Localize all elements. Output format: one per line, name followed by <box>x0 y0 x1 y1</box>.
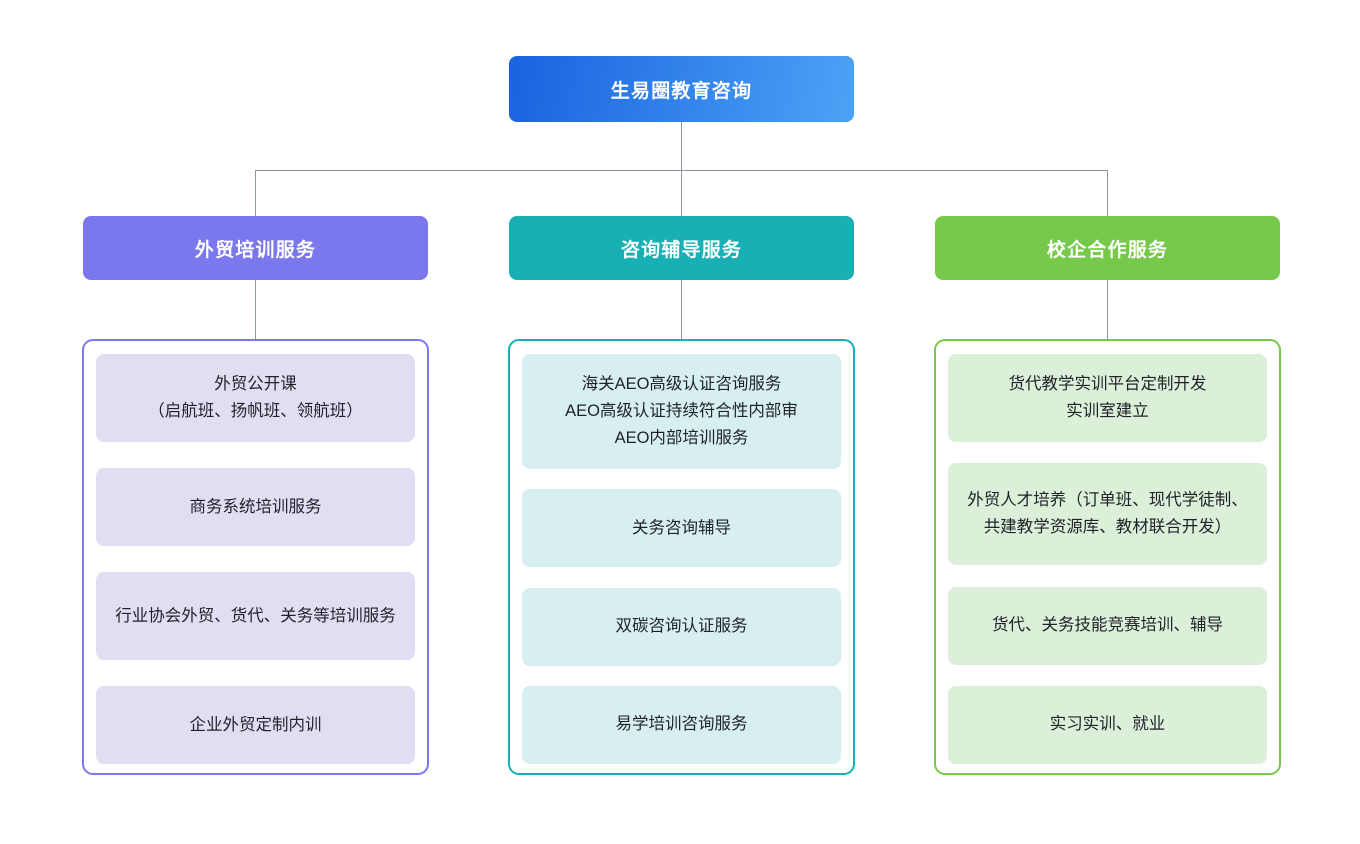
connector-drop-col-0 <box>255 170 257 216</box>
category-header-label: 咨询辅导服务 <box>620 239 743 261</box>
category-container-foreign-trade-training: 外贸公开课 （启航班、扬帆班、领航班） 商务系统培训服务行业协会外贸、货代、关务等… <box>82 339 429 775</box>
category-container-consulting-tutoring: 海关AEO高级认证咨询服务 AEO高级认证持续符合性内部审 AEO内部培训服务关… <box>508 339 855 775</box>
service-item-box[interactable]: 海关AEO高级认证咨询服务 AEO高级认证持续符合性内部审 AEO内部培训服务 <box>522 354 841 469</box>
service-item-box[interactable]: 外贸公开课 （启航班、扬帆班、领航班） <box>96 354 415 442</box>
service-item-box[interactable]: 双碳咨询认证服务 <box>522 587 841 666</box>
service-item-label: 海关AEO高级认证咨询服务 AEO高级认证持续符合性内部审 AEO内部培训服务 <box>565 375 798 447</box>
service-item-box[interactable]: 易学培训咨询服务 <box>522 685 841 764</box>
service-item-label: 外贸公开课 （启航班、扬帆班、领航班） <box>148 375 363 420</box>
connector-stem-col-1 <box>681 280 683 339</box>
connector-stem-col-2 <box>1107 280 1109 339</box>
connector-root-stem <box>681 122 683 170</box>
connector-stem-col-0 <box>255 280 257 339</box>
service-item-label: 货代、关务技能竞赛培训、辅导 <box>992 616 1223 635</box>
service-item-label: 行业协会外贸、货代、关务等培训服务 <box>115 606 396 625</box>
service-item-label: 货代教学实训平台定制开发 实训室建立 <box>1008 375 1207 420</box>
service-item-label: 关务咨询辅导 <box>632 518 731 537</box>
category-header-label: 校企合作服务 <box>1046 239 1169 261</box>
connector-drop-col-1 <box>681 170 683 216</box>
category-header-consulting-tutoring[interactable]: 咨询辅导服务 <box>509 216 854 280</box>
service-item-box[interactable]: 关务咨询辅导 <box>522 489 841 568</box>
service-item-box[interactable]: 货代教学实训平台定制开发 实训室建立 <box>948 354 1267 442</box>
service-item-label: 易学培训咨询服务 <box>615 715 748 734</box>
connector-drop-col-2 <box>1107 170 1109 216</box>
service-item-label: 双碳咨询认证服务 <box>615 617 748 636</box>
service-item-box[interactable]: 行业协会外贸、货代、关务等培训服务 <box>96 572 415 660</box>
service-item-label: 实习实训、就业 <box>1049 715 1166 734</box>
service-item-box[interactable]: 货代、关务技能竞赛培训、辅导 <box>948 586 1267 665</box>
service-item-label: 企业外贸定制内训 <box>189 715 322 734</box>
service-item-label: 外贸人才培养（订单班、现代学徒制、共建教学资源库、教材联合开发） <box>967 491 1248 537</box>
root-node-company[interactable]: 生易圈教育咨询 <box>509 56 854 122</box>
root-node-label: 生易圈教育咨询 <box>610 80 753 102</box>
service-item-box[interactable]: 商务系统培训服务 <box>96 468 415 546</box>
category-container-school-enterprise-cooperation: 货代教学实训平台定制开发 实训室建立外贸人才培养（订单班、现代学徒制、共建教学资… <box>934 339 1281 775</box>
category-header-label: 外贸培训服务 <box>194 239 317 261</box>
category-header-foreign-trade-training[interactable]: 外贸培训服务 <box>83 216 428 280</box>
category-header-school-enterprise-cooperation[interactable]: 校企合作服务 <box>935 216 1280 280</box>
service-item-box[interactable]: 实习实训、就业 <box>948 685 1267 764</box>
service-item-label: 商务系统培训服务 <box>189 497 322 516</box>
service-item-box[interactable]: 外贸人才培养（订单班、现代学徒制、共建教学资源库、教材联合开发） <box>948 463 1267 566</box>
service-item-box[interactable]: 企业外贸定制内训 <box>96 686 415 764</box>
